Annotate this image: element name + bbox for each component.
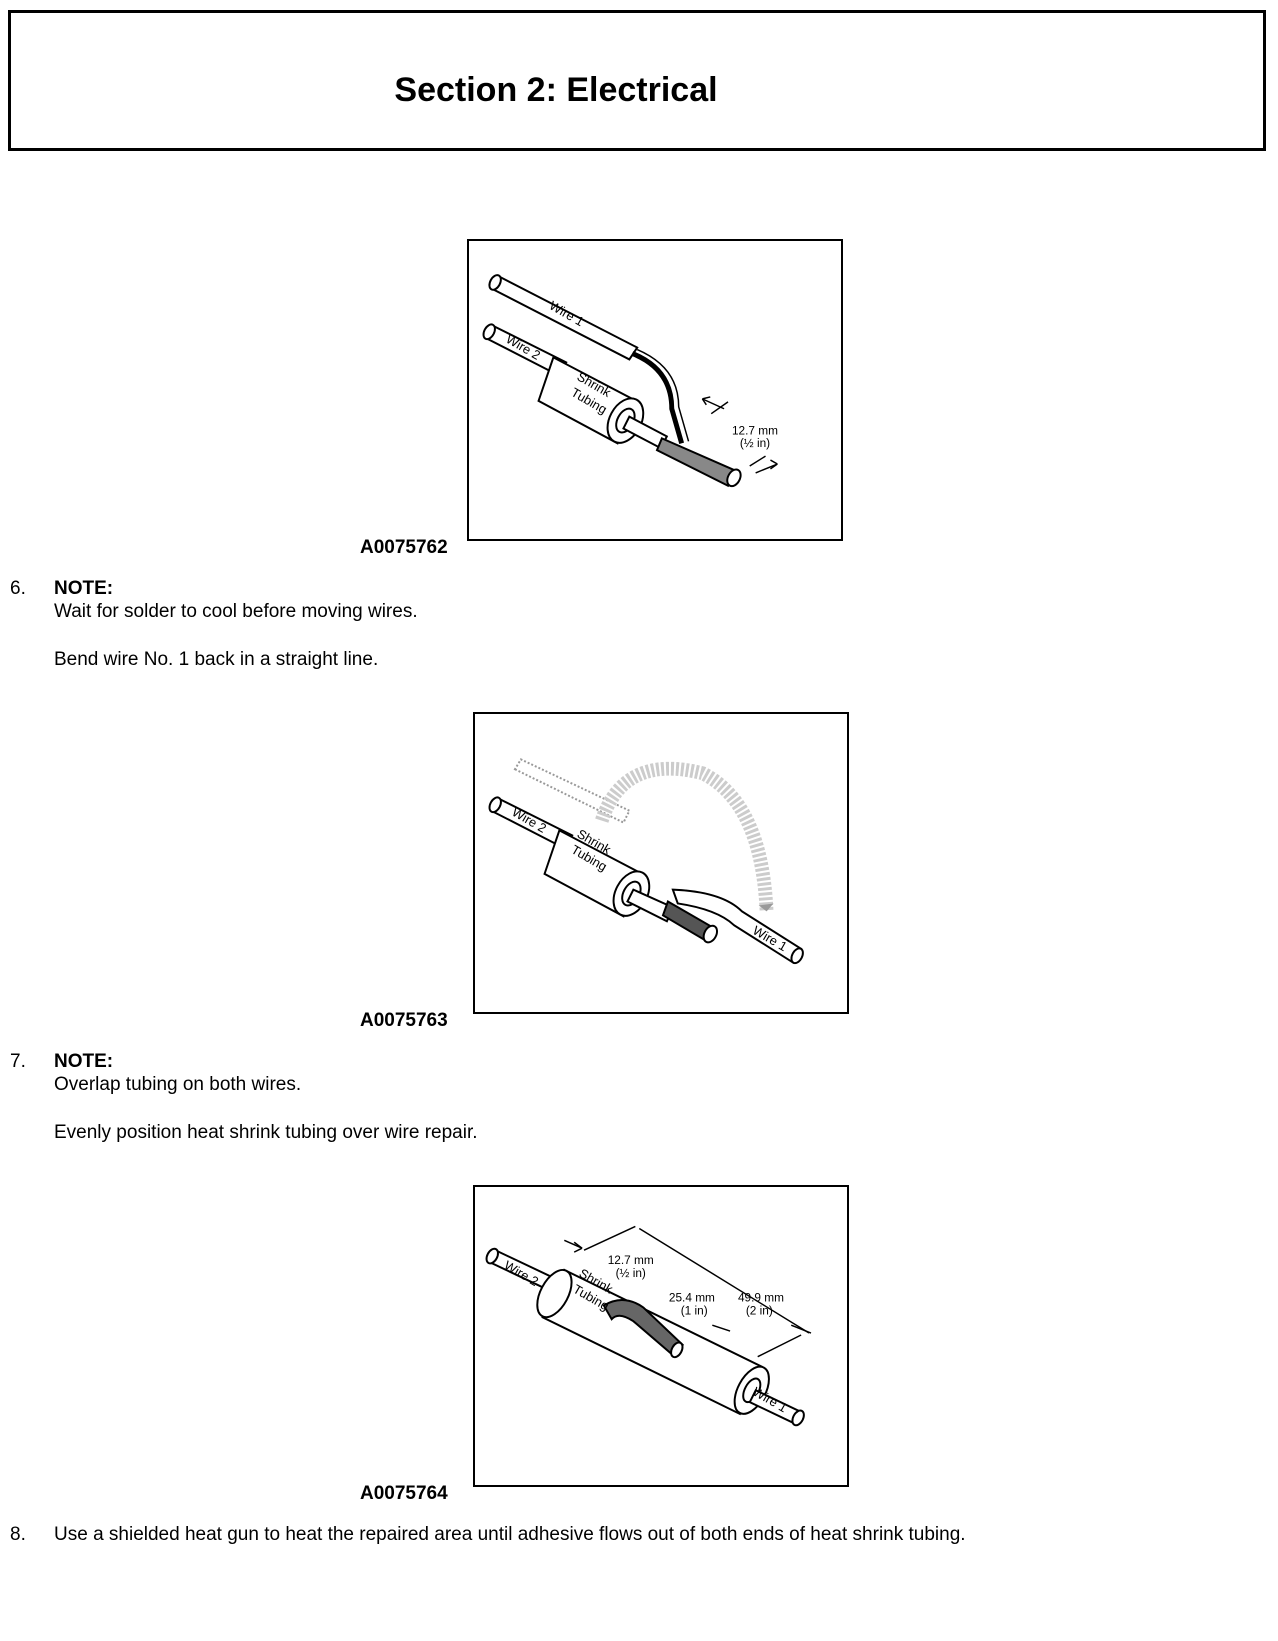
step-number: 6. xyxy=(10,578,26,599)
illustration-tubing-over-repair: 12.7 mm (½ in) 25.4 mm (1 in) 49.9 mm (2… xyxy=(485,1225,812,1427)
note-label: NOTE: xyxy=(54,578,114,599)
step-instruction: Use a shielded heat gun to heat the repa… xyxy=(54,1524,966,1545)
illustration-bent-wire: Wire 2 Shrink Tubing Wire 1 xyxy=(488,758,804,965)
section-title: Section 2: Electrical xyxy=(394,71,718,109)
figure-caption: A0075763 xyxy=(360,1010,448,1031)
label-dimension-2-in: (1 in) xyxy=(681,1303,708,1317)
note-text: Overlap tubing on both wires. xyxy=(54,1074,302,1095)
figure-tubing-positioned: 12.7 mm (½ in) 25.4 mm (1 in) 49.9 mm (2… xyxy=(473,1185,849,1487)
note-text: Wait for solder to cool before moving wi… xyxy=(54,601,418,622)
label-dimension-1-mm: 12.7 mm xyxy=(608,1253,654,1267)
note-label: NOTE: xyxy=(54,1051,114,1072)
step-instruction: Evenly position heat shrink tubing over … xyxy=(54,1122,478,1143)
label-dimension-3-mm: 49.9 mm xyxy=(738,1290,784,1304)
step-number: 8. xyxy=(10,1524,26,1545)
figure-caption: A0075764 xyxy=(360,1483,448,1504)
section-header: Section 2: Electrical xyxy=(8,10,1266,151)
label-dimension-in: (½ in) xyxy=(740,436,770,450)
label-dimension-1-in: (½ in) xyxy=(616,1266,646,1280)
step-number: 7. xyxy=(10,1051,26,1072)
label-dimension-3-in: (2 in) xyxy=(746,1303,773,1317)
label-wire-1: Wire 1 xyxy=(750,923,790,955)
figure-wire-stripped: Wire 1 Wire 2 Shrink Tubing 12.7 mm (½ i… xyxy=(467,239,843,541)
label-dimension-mm: 12.7 mm xyxy=(732,423,778,437)
label-dimension-2-mm: 25.4 mm xyxy=(669,1290,715,1304)
figure-caption: A0075762 xyxy=(360,537,448,558)
figure-wire-bent-back: Wire 2 Shrink Tubing Wire 1 xyxy=(473,712,849,1014)
illustration-stripped-wires: Wire 1 Wire 2 Shrink Tubing 12.7 mm (½ i… xyxy=(482,274,778,488)
step-instruction: Bend wire No. 1 back in a straight line. xyxy=(54,649,379,670)
